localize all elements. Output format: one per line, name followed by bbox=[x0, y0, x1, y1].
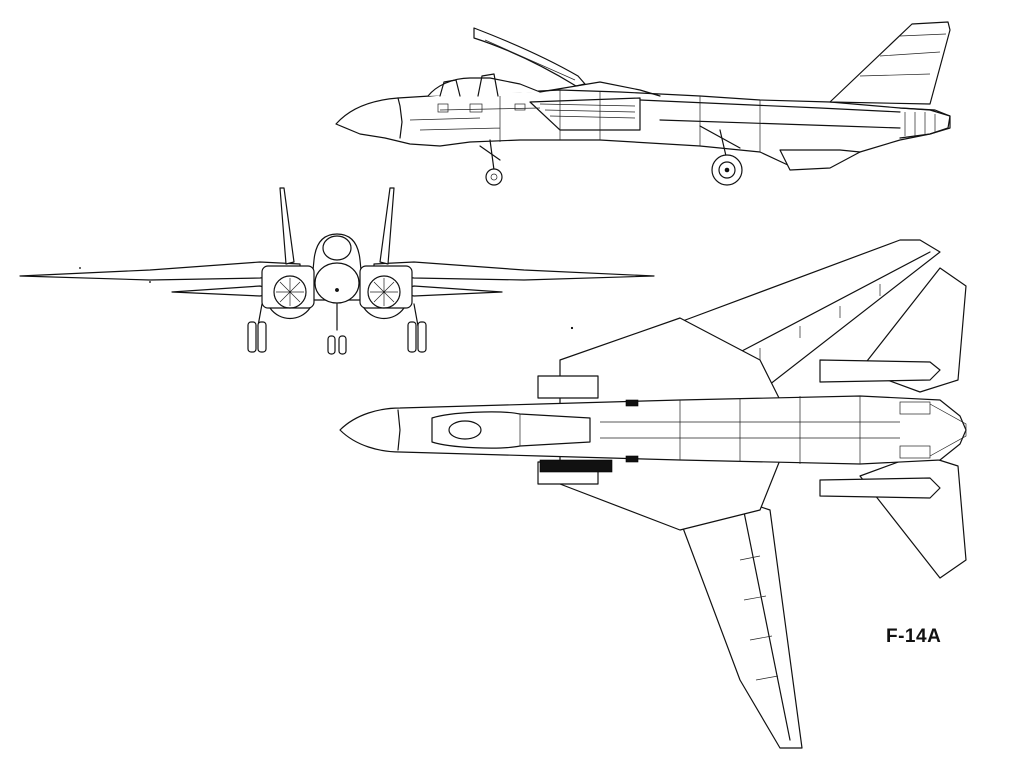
side-view bbox=[335, 21, 951, 186]
designation-label: F-14A bbox=[886, 626, 942, 647]
front-view bbox=[19, 187, 655, 355]
top-view bbox=[339, 239, 967, 749]
print-specks bbox=[79, 267, 574, 330]
